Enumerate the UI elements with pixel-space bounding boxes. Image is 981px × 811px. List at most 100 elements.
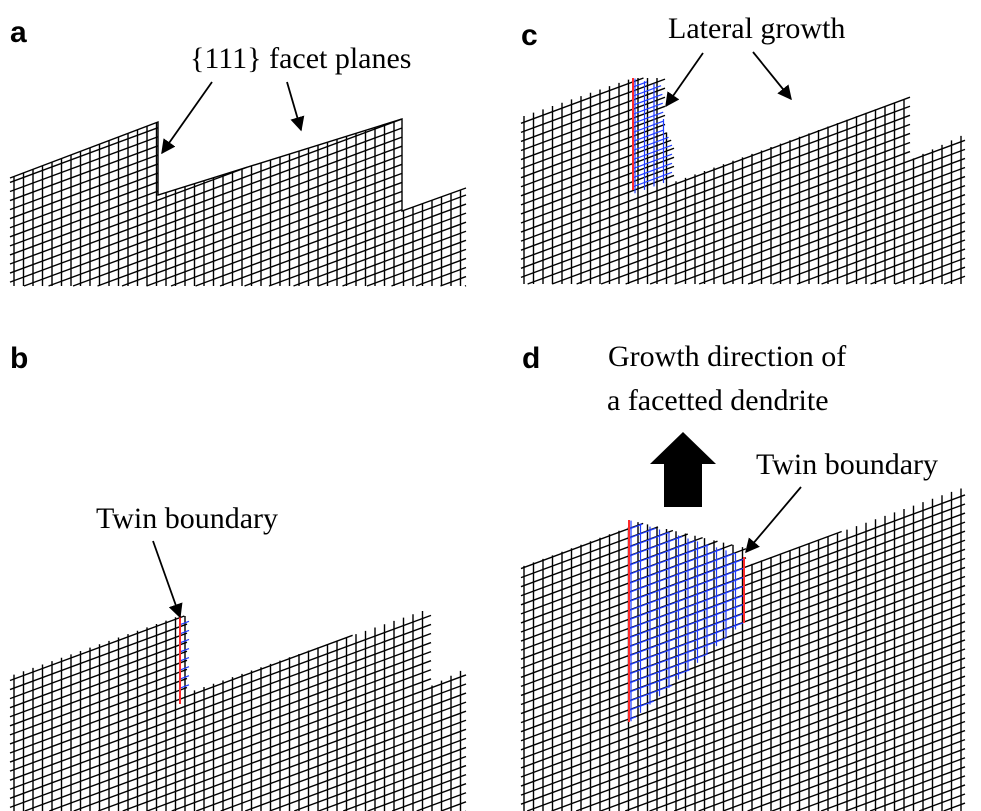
facet-planes-label: {111} facet planes	[190, 42, 411, 75]
twin-lattice-c-slanted-line	[632, 136, 669, 152]
twin-lattice-d-slanted-line	[628, 558, 745, 603]
lattice-c-slanted-line	[919, 266, 966, 285]
twin-lattice-d-slanted-line	[628, 669, 690, 693]
panel-b-lattice	[9, 610, 467, 811]
lattice-a-slanted-line	[9, 136, 403, 283]
lattice-a-slanted-line	[244, 203, 467, 287]
lattice-b-slanted-line	[367, 773, 467, 811]
lattice-a-slanted-line	[219, 194, 467, 287]
lattice-d-slanted-line	[520, 621, 966, 787]
lattice-a-slanted-line	[170, 199, 403, 287]
lattice-b-slanted-line	[416, 792, 467, 811]
lattice-a-slanted-line	[342, 239, 467, 287]
twin-lattice-c-slanted-line	[632, 93, 663, 106]
lattice-a-slanted-line	[268, 212, 467, 287]
lattice-a-slanted-line	[9, 127, 403, 274]
lattice-a-slanted-line	[9, 136, 159, 193]
panel-c-lattice	[520, 77, 966, 285]
lattice-a-slanted-line	[293, 221, 467, 287]
lattice-b-slanted-line	[9, 650, 188, 718]
twin-lattice-d-slanted-line	[628, 536, 683, 557]
lattice-a-slanted-line	[195, 208, 403, 287]
lattice-d-slanted-line	[747, 729, 966, 811]
lattice-d-slanted-line	[722, 720, 966, 811]
lattice-d-slanted-line	[649, 693, 966, 811]
twin-lattice-d-slanted-line	[628, 527, 656, 539]
lattice-c-slanted-line	[520, 78, 666, 134]
panel-d: d Growth direction of a facetted dendrit…	[520, 340, 966, 811]
panel-b-letter: b	[10, 342, 28, 375]
lattice-d-slanted-line	[526, 648, 966, 811]
lattice-b-slanted-line	[122, 683, 467, 811]
lattice-c-slanted-line	[551, 150, 911, 285]
lattice-d-slanted-line	[520, 575, 966, 742]
lattice-c-slanted-line	[520, 123, 666, 179]
lattice-a-slanted-line	[72, 163, 403, 287]
twin-lattice-c-slanted-line	[632, 85, 662, 97]
lattice-b-slanted-line	[146, 692, 467, 811]
twin-lattice-d-slanted-line	[628, 716, 637, 720]
lattice-b-slanted-line	[9, 632, 432, 790]
twin-boundary-label-b: Twin boundary	[96, 502, 278, 535]
lattice-d-slanted-line	[520, 639, 966, 805]
lattice-b-slanted-line	[73, 678, 432, 811]
lattice-c-slanted-line	[520, 105, 666, 161]
lateral-growth-label: Lateral growth	[668, 12, 845, 45]
lattice-c-slanted-line	[943, 275, 966, 285]
lattice-a-slanted-line	[9, 172, 159, 229]
lattice-d-slanted-line	[551, 657, 966, 811]
lattice-a-slanted-line	[391, 257, 467, 287]
lattice-d-slanted-line	[520, 593, 966, 760]
lattice-b-slanted-line	[24, 660, 432, 811]
panel-d-lattice	[520, 488, 966, 811]
growth-direction-line2: a facetted dendrite	[607, 384, 829, 417]
lattice-a-slanted-line	[9, 190, 159, 247]
lattice-a-slanted-line	[48, 154, 403, 287]
lattice-a-slanted-line	[9, 154, 159, 211]
twin-arrow-d	[745, 486, 802, 554]
twin-lattice-d-slanted-line	[628, 637, 726, 675]
lattice-c-slanted-line	[520, 114, 911, 260]
facet-arrow-right	[286, 81, 305, 132]
lattice-c-slanted-line	[520, 132, 911, 279]
lattice-c-slanted-line	[520, 96, 666, 152]
lattice-d-slanted-line	[520, 557, 966, 724]
lattice-c-slanted-line	[821, 230, 966, 285]
panel-a: a {111} facet planes	[9, 16, 467, 287]
twin-lattice-c-slanted-line	[632, 171, 673, 188]
lattice-c-slanted-line	[520, 132, 667, 188]
lattice-c-slanted-line	[520, 165, 675, 224]
lateral-arrow-left	[665, 52, 704, 108]
twin-lattice-d-slanted-line	[628, 576, 745, 621]
lattice-b-slanted-line	[440, 801, 467, 811]
lattice-c-slanted-line	[649, 166, 966, 285]
twin-lattice-d-slanted-line	[628, 700, 655, 711]
lattice-d-slanted-line	[520, 584, 966, 751]
lattice-d-slanted-line	[918, 793, 966, 811]
lattice-d-slanted-line	[520, 612, 966, 778]
lattice-b-slanted-line	[244, 728, 467, 811]
lattice-c-slanted-line	[520, 123, 911, 269]
panel-a-lattice	[9, 118, 467, 287]
twin-lattice-d-slanted-line	[628, 653, 708, 684]
twin-lattice-d-slanted-line	[628, 585, 745, 630]
lattice-a-slanted-line	[9, 127, 159, 184]
twin-lattice-d-slanted-line	[628, 548, 723, 585]
lattice-c-slanted-line	[600, 148, 966, 285]
lattice-b-slanted-line	[318, 755, 467, 811]
lattice-a-slanted-line	[9, 181, 159, 238]
twin-lattice-d-slanted-line	[628, 684, 672, 702]
twin-lattice-d-slanted-line	[628, 603, 745, 648]
lattice-d-slanted-line	[771, 738, 966, 811]
growth-direction-line1: Growth direction of	[608, 340, 846, 373]
twin-lattice-c-slanted-line	[632, 153, 673, 170]
lattice-d-slanted-line	[520, 603, 966, 769]
lattice-c-slanted-line	[520, 96, 911, 242]
lattice-a-slanted-line	[9, 163, 159, 220]
lattice-b-slanted-line	[9, 614, 432, 772]
panel-a-letter: a	[10, 16, 27, 49]
lattice-d-slanted-line	[520, 522, 644, 570]
lattice-c-slanted-line	[698, 184, 966, 285]
lattice-c-slanted-line	[723, 194, 966, 285]
